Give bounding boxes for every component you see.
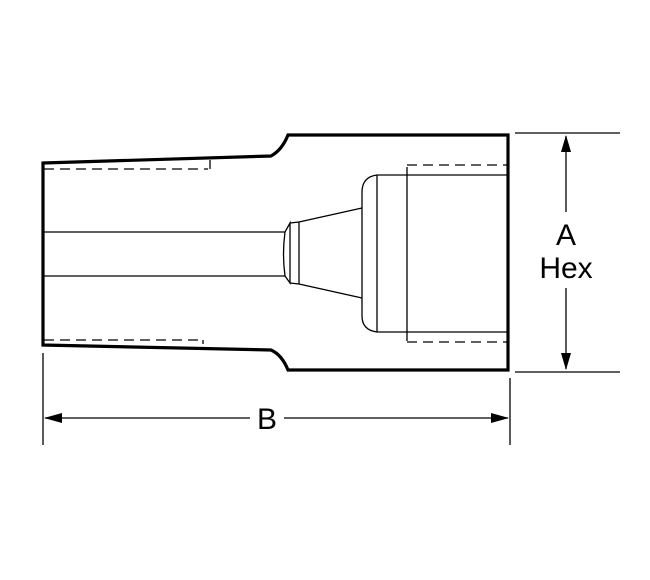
shaft xyxy=(44,220,300,286)
arrow-up-icon xyxy=(561,135,571,152)
cone xyxy=(298,207,363,299)
dimension-a-sublabel: Hex xyxy=(539,252,592,285)
dimension-b-label: B xyxy=(257,403,277,436)
socket-body-outline xyxy=(41,133,510,372)
drive-end-hidden-lines xyxy=(44,160,211,344)
arrow-right-icon xyxy=(491,413,509,423)
dimension-b: B xyxy=(42,353,511,445)
socket-cavity xyxy=(361,164,508,343)
arrow-down-icon xyxy=(561,353,571,370)
dimension-a-label: A xyxy=(556,219,576,252)
arrow-left-icon xyxy=(44,413,62,423)
dimension-a: A Hex xyxy=(515,132,620,373)
